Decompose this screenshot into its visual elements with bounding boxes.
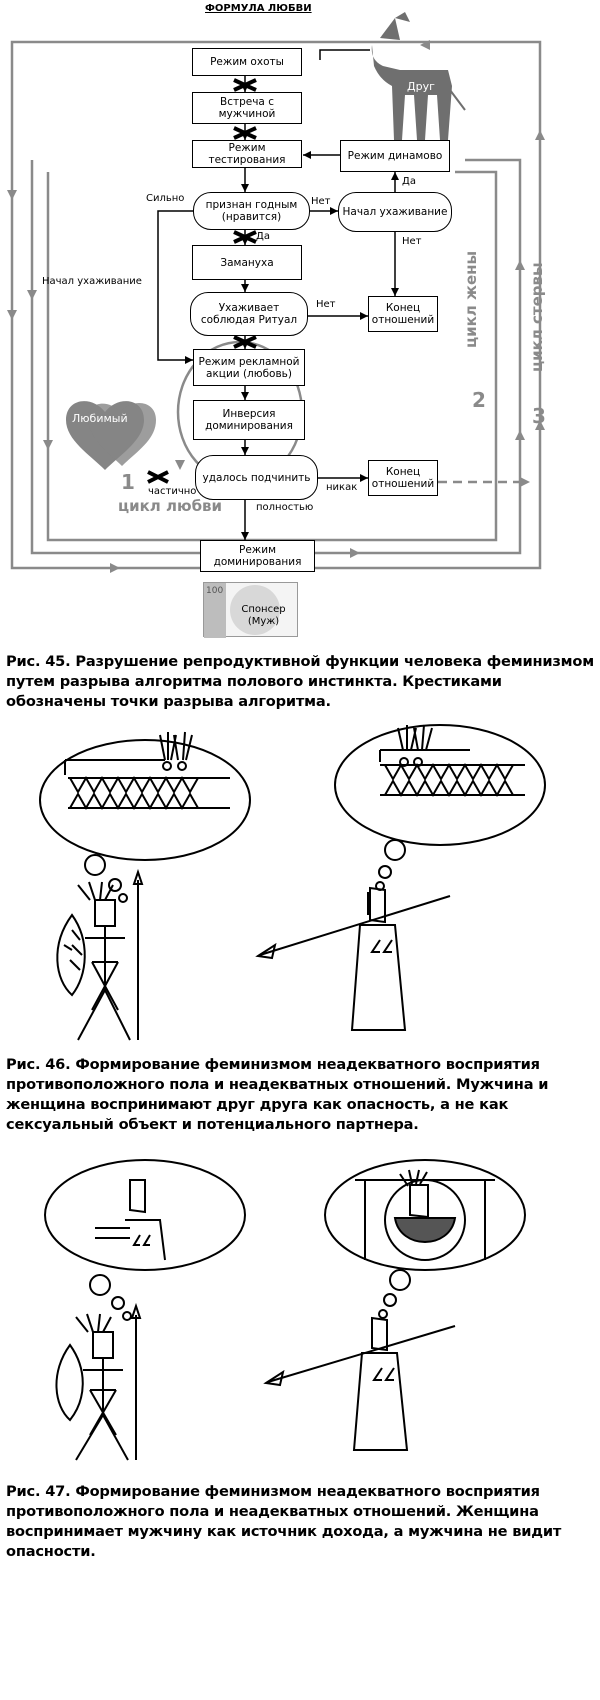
box-end-relationship-1: Конец отношений — [368, 296, 438, 332]
wife-cycle-label: цикл жены — [462, 250, 480, 348]
wife-cycle-number: 2 — [472, 388, 486, 412]
box-ad-campaign: Режим рекламной акции (любовь) — [193, 349, 305, 386]
box-hunt-mode: Режим охоты — [192, 48, 302, 76]
label-friend: Друг — [407, 80, 435, 93]
heart-icon — [66, 401, 156, 470]
fig47-caption: Рис. 47. Формирование феминизмом неадекв… — [6, 1483, 562, 1560]
bitch-cycle-number: 3 — [532, 404, 546, 428]
love-cycle-label: цикл любви — [118, 497, 223, 515]
label-beloved: Любимый — [72, 412, 128, 425]
break-crosses — [147, 78, 257, 484]
fig46-drawing — [39, 724, 546, 1041]
love-cycle-number: 1 — [121, 470, 135, 494]
label-no-courting: Нет — [402, 236, 422, 247]
label-never: никак — [326, 482, 358, 493]
label-yes-lure: Да — [256, 231, 270, 242]
box-subdued: удалось подчинить — [195, 455, 318, 500]
label-courting-left: Начал ухаживание — [42, 276, 142, 287]
label-fully: полностью — [256, 502, 314, 513]
box-courts-ritual: Ухаживает соблюдая Ритуал — [190, 292, 308, 336]
flowchart-lines — [7, 12, 545, 573]
box-meet-man: Встреча с мужчиной — [192, 92, 302, 124]
label-yes-dynamo: Да — [402, 176, 416, 187]
box-lure: Замануха — [192, 245, 302, 280]
label-no-approved: Нет — [311, 196, 331, 207]
label-partially: частично — [148, 486, 197, 497]
goat-icon — [371, 12, 466, 140]
label-no-ritual: Нет — [316, 299, 336, 310]
box-testing-mode: Режим тестирования — [192, 140, 302, 168]
box-dynamo-mode: Режим динамово — [340, 140, 450, 172]
box-dominance-inversion: Инверсия доминирования — [193, 400, 305, 440]
diagram-title: ФОРМУЛА ЛЮБВИ — [205, 3, 312, 14]
box-end-relationship-2: Конец отношений — [368, 460, 438, 496]
label-strongly: Сильно — [146, 193, 185, 204]
box-sponsor-husband: 100 Спонсер (Муж) — [203, 582, 298, 638]
fig45-caption: Рис. 45. Разрушение репродуктивной функц… — [6, 653, 594, 710]
fig47-drawing — [44, 1159, 526, 1461]
box-approved: признан годным (нравится) — [193, 192, 310, 230]
box-courting-started: Начал ухаживание — [338, 192, 452, 232]
fig46-caption: Рис. 46. Формирование феминизмом неадекв… — [6, 1056, 549, 1133]
bitch-cycle-label: цикл стервы — [528, 262, 546, 372]
box-domination-mode: Режим доминирования — [200, 540, 315, 572]
